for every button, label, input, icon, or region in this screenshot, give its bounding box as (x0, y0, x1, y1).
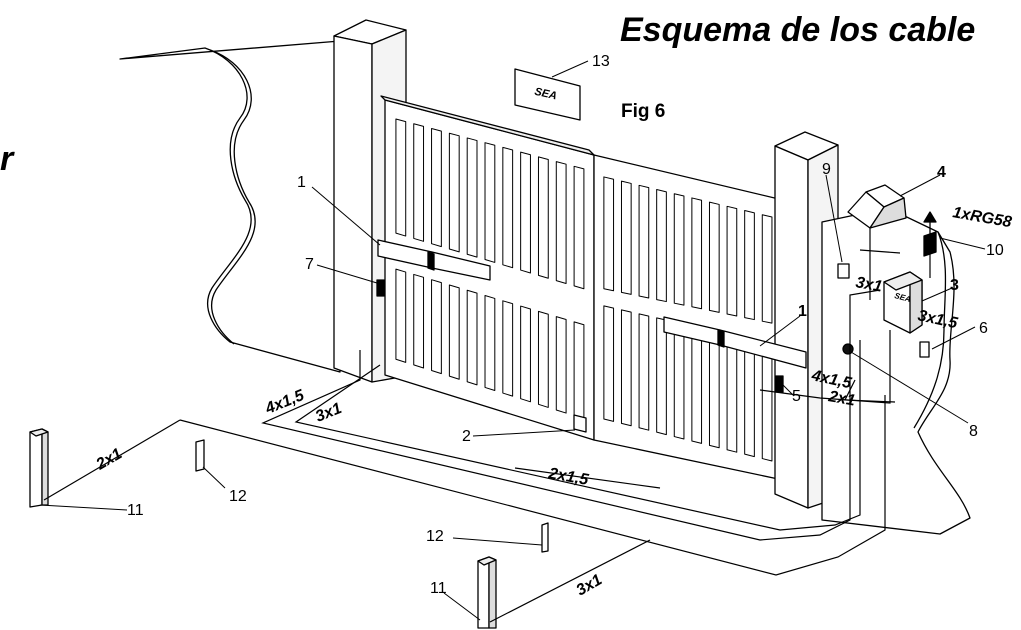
post-small-right (541, 522, 549, 553)
gate-bar-slot (638, 184, 650, 299)
gate-bar-slot (726, 333, 738, 453)
conduits (43, 228, 931, 623)
gate-bar-slot (603, 305, 615, 422)
gate-bar-slot (573, 321, 585, 420)
right-gate-bars-lower (603, 305, 773, 462)
callout-5: 5 (792, 388, 801, 405)
gate-bar-slot (395, 118, 407, 237)
callout-2: 2 (462, 428, 471, 445)
key-selector (837, 263, 850, 279)
cable-control-to-post: 3x1 (854, 274, 883, 295)
gate-bar-slot (431, 127, 442, 248)
flashing-lamp (847, 184, 907, 229)
gate-bar-slot (573, 165, 585, 290)
left-actuator (377, 239, 491, 281)
gate-bar-slot (603, 176, 615, 292)
gate-bar-slot (726, 205, 738, 317)
sea-sign (514, 68, 581, 121)
callout-10: 10 (986, 242, 1004, 259)
gate-bar-slot (537, 310, 549, 408)
gate-bar-slot (555, 316, 567, 414)
cable-stop-plate: 2x1,5 (546, 465, 590, 489)
gate-bar-slot (691, 197, 703, 310)
gate-bar-slot (537, 156, 549, 279)
control-unit (883, 271, 923, 334)
callout-6: 6 (979, 320, 988, 337)
gate-bar-slot (656, 317, 667, 436)
gate-bar-slot (708, 329, 720, 449)
gate-bar-slot (448, 132, 460, 253)
cable-right-photocell: 2x1 (826, 388, 856, 410)
callout-11-left: 11 (127, 502, 144, 519)
gate-bar-slot (520, 151, 531, 274)
post-small-left (195, 439, 205, 472)
cable-far-left-column: 2x1 (93, 445, 126, 474)
figure-label: Fig 6 (621, 101, 666, 122)
callout-8: 8 (969, 423, 978, 440)
cable-antenna: 1xRG58 (951, 204, 1013, 231)
gate-bar-slot (395, 268, 407, 363)
gate-bar-slot (744, 210, 755, 321)
left-photocell (376, 279, 385, 297)
right-photocell (775, 375, 784, 393)
gate-bar-slot (673, 193, 685, 306)
callout-1-right: 1 (798, 303, 807, 320)
callout-7: 7 (305, 256, 314, 273)
right-gate-bars-upper (603, 176, 773, 324)
header-title: Esquema de los cable (620, 11, 976, 49)
gate-bar-slot (413, 273, 425, 369)
right-wall (821, 207, 971, 535)
gate-bar-slot (620, 309, 632, 427)
gate-bar-slot (638, 313, 650, 431)
gate-bar-slot (673, 321, 685, 440)
column-left (29, 428, 49, 508)
leader-lines (39, 60, 986, 621)
gate-bar-slot (555, 161, 567, 285)
gate-bar-slot (466, 137, 478, 258)
callout-12-left: 12 (229, 488, 247, 505)
gate-bar-slot (761, 341, 773, 462)
gate-bar-slot (691, 325, 703, 444)
gate-bar-slot (448, 284, 460, 380)
gate-bar-slot (744, 337, 755, 458)
callout-3: 3 (950, 277, 959, 294)
gate-bar-slot (502, 146, 514, 269)
column-right (477, 556, 497, 629)
gate-bar-slot (484, 295, 496, 392)
wall-photocell (919, 341, 930, 358)
gate-bar-slot (708, 201, 720, 313)
cable-front-column: 3x1 (574, 571, 606, 599)
cable-left-photocell: 3x1 (313, 400, 344, 426)
callout-12-right: 12 (426, 528, 444, 545)
left-edge-mark: r (0, 140, 14, 178)
gate-bar-slot (620, 180, 632, 295)
callout-4: 4 (937, 164, 946, 181)
gate-bar-slot (502, 300, 514, 397)
callout-9: 9 (822, 161, 831, 178)
control-unit-logo: SEA (894, 291, 912, 304)
callout-11-right: 11 (430, 580, 447, 597)
gate-bar-slot (656, 189, 667, 303)
gate-bar-slot (413, 123, 425, 242)
gate-bar-slot (466, 289, 478, 386)
gate-bar-slot (761, 214, 773, 324)
left-gate-bars-lower (395, 268, 585, 420)
callout-1-left: 1 (297, 174, 306, 191)
left-wall (119, 40, 341, 373)
left-gate-bars-upper (395, 118, 585, 290)
right-actuator (663, 316, 807, 369)
gate-bar-slot (431, 279, 442, 375)
sea-sign-logo: SEA (533, 86, 558, 103)
gate-bar-slot (520, 305, 531, 403)
gate-bar-slot (484, 142, 496, 263)
callout-13: 13 (592, 53, 610, 70)
ground-stop (573, 414, 587, 433)
